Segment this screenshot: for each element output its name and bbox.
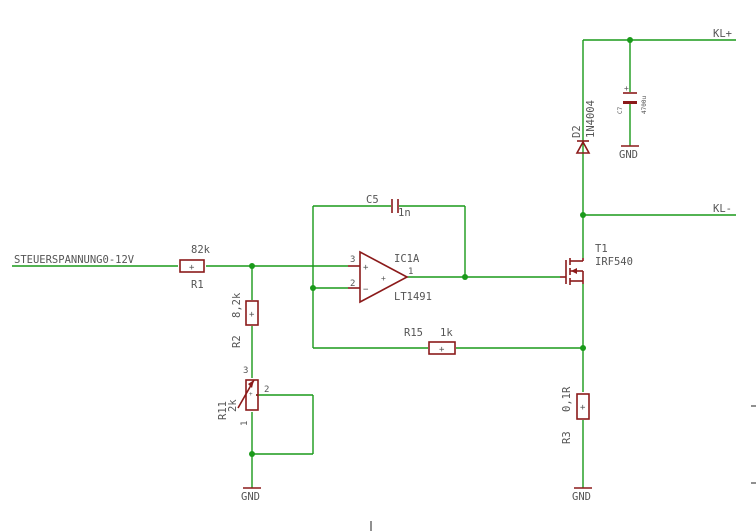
c7-value: 4700u xyxy=(641,96,648,114)
c5-name: C5 xyxy=(366,194,379,206)
r11-value: 2k xyxy=(227,399,239,412)
r15-plus-mark: + xyxy=(439,345,445,355)
d2-value: 1N4004 xyxy=(585,100,597,138)
resistor-r3: + 0,1R R3 xyxy=(561,386,590,444)
r11-plus-mark: + xyxy=(249,391,253,398)
r11-pin3: 3 xyxy=(243,366,248,376)
c7-name: C7 xyxy=(617,106,624,114)
gnd-symbol-r3: GND xyxy=(572,487,592,503)
r2-name: R2 xyxy=(231,335,243,348)
ic1a-pin-minus: 2 xyxy=(350,279,355,289)
junctions xyxy=(249,37,633,457)
gnd-symbol-r11: GND xyxy=(241,487,261,503)
r3-plus-mark: + xyxy=(580,403,586,413)
wires xyxy=(12,39,736,488)
r1-value: 82k xyxy=(191,244,211,256)
t1-value: IRF540 xyxy=(595,256,633,268)
input-net-label: STEUERSPANNUNG0-12V xyxy=(14,254,135,266)
r11-name: R11 xyxy=(217,401,229,420)
gnd-label-r11: GND xyxy=(241,491,260,503)
gnd-label-c7: GND xyxy=(619,149,638,161)
r1-plus-mark: + xyxy=(189,263,195,273)
ic1a-name: IC1A xyxy=(394,253,420,265)
ic1a-minus-symbol: − xyxy=(363,285,369,295)
capacitor-c7: + C7 4700u xyxy=(617,84,648,114)
c7-plus-mark: + xyxy=(624,84,629,93)
opamp-ic1a: + − + 3 2 1 IC1A LT1491 xyxy=(348,250,432,304)
r1-name: R1 xyxy=(191,279,204,291)
mosfet-t1: T1 IRF540 xyxy=(560,243,633,285)
diode-d2: D2 1N4004 xyxy=(571,100,597,154)
gnd-symbol-c7: GND xyxy=(619,145,639,161)
r2-value: 8,2k xyxy=(231,292,243,318)
d2-name: D2 xyxy=(571,125,583,138)
ic1a-value: LT1491 xyxy=(394,291,432,303)
ic1a-inner-plus: + xyxy=(381,274,386,283)
ic1a-pin-out: 1 xyxy=(408,267,413,277)
r15-name: R15 xyxy=(404,327,423,339)
ic1a-pin-plus: 3 xyxy=(350,255,355,265)
ic1a-plus-symbol: + xyxy=(363,263,369,273)
gnd-label-r3: GND xyxy=(572,491,591,503)
r11-pin2: 2 xyxy=(264,385,269,395)
kl-minus-net-label: KL- xyxy=(713,203,732,215)
resistor-r2: + 8,2k R2 xyxy=(231,292,259,348)
r3-value: 0,1R xyxy=(561,386,573,412)
c5-value: 1n xyxy=(398,207,411,219)
t1-name: T1 xyxy=(595,243,608,255)
kl-plus-net-label: KL+ xyxy=(713,28,732,40)
capacitor-c5: C5 1n xyxy=(366,194,411,219)
r3-name: R3 xyxy=(561,431,573,444)
r2-plus-mark: + xyxy=(249,310,255,320)
resistor-r1: + 82k R1 xyxy=(179,244,211,291)
resistor-r15: + R15 1k xyxy=(404,327,456,355)
potentiometer-r11: + 3 2 1 R11 2k xyxy=(217,366,269,426)
r11-pin1: 1 xyxy=(240,421,250,426)
r15-value: 1k xyxy=(440,327,453,339)
